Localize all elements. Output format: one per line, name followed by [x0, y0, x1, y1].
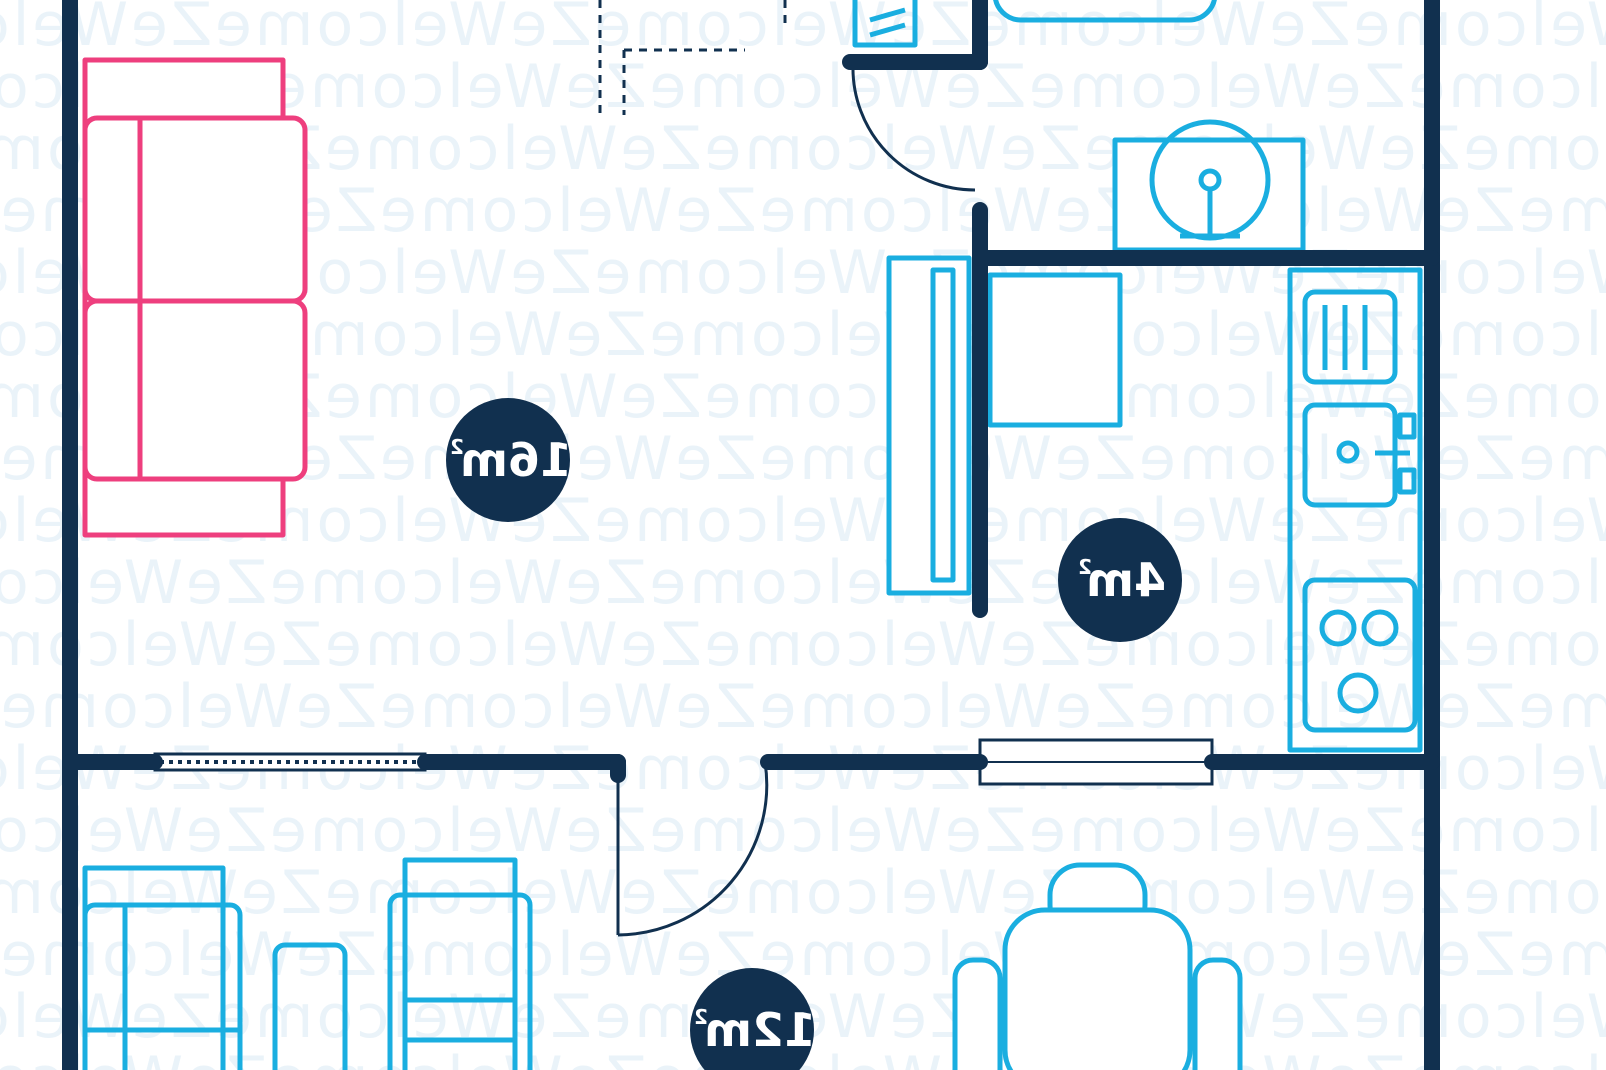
nightstand-icon	[272, 942, 348, 1070]
wardrobe-icon	[886, 255, 972, 596]
bed-icon	[82, 865, 243, 1070]
walls	[62, 0, 1440, 1070]
sink-icon	[1112, 119, 1306, 253]
area-superscript-kitchen: 2	[1078, 555, 1092, 579]
dining-table-icon	[952, 862, 1243, 1070]
area-label-bedroom: 12m	[704, 1003, 816, 1057]
kitchen-counter	[1287, 267, 1423, 753]
sliding-partition	[153, 752, 427, 772]
door-icon	[616, 757, 769, 937]
watermark-row: WelcomeZeWelcomeZeWelcomeZeWelcomeZeWelc…	[0, 548, 1606, 618]
area-badge-bedroom: 12m 2	[690, 968, 816, 1070]
area-label-living: 16m	[460, 433, 572, 487]
watermark-row: WelcomeZeWelcomeZeWelcomeZeWelcomeZeWelc…	[0, 796, 1606, 866]
watermark-row: WelcomeZeWelcomeZeWelcomeZeWelcomeZeWelc…	[0, 0, 1606, 60]
shower-icon	[852, 0, 918, 48]
armchair-icon	[387, 857, 533, 1070]
sofa-icon	[82, 57, 308, 538]
area-badge-living: 16m 2	[446, 398, 572, 522]
area-badge-kitchen: 4m 2	[1058, 518, 1182, 642]
refrigerator-icon	[987, 272, 1123, 428]
dashed-outline	[598, 0, 787, 115]
area-label-kitchen: 4m	[1086, 553, 1166, 607]
watermark-row: WelcomeZeWelcomeZeWelcomeZeWelcomeZeWelc…	[0, 920, 1606, 990]
window-icon	[978, 738, 1214, 786]
area-superscript-bedroom: 2	[694, 1005, 708, 1029]
area-superscript-living: 2	[450, 435, 464, 459]
bathtub-icon	[993, 0, 1217, 23]
watermark-row: WelcomeZeWelcomeZeWelcomeZeWelcomeZeWelc…	[0, 858, 1606, 928]
